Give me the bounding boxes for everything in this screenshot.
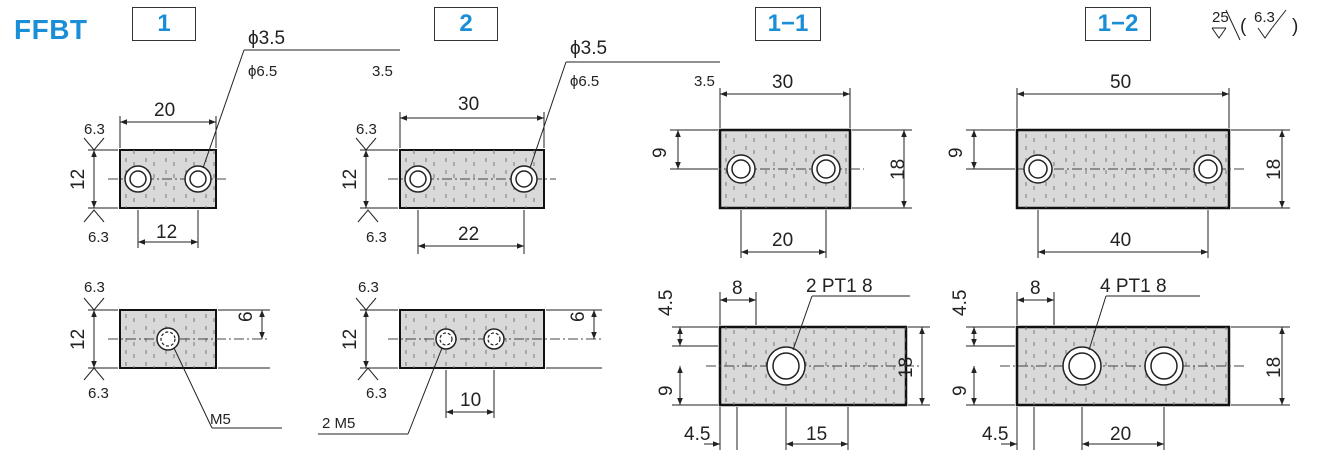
svg-text:2 PT1 8: 2 PT1 8 <box>806 276 873 297</box>
svg-text:8: 8 <box>732 278 743 299</box>
view-2-bottom: 12 6.3 6.3 6 10 2 M5 <box>318 279 602 435</box>
svg-text:ϕ6.5: ϕ6.5 <box>570 73 599 90</box>
svg-text:22: 22 <box>458 224 479 245</box>
svg-text:12: 12 <box>68 169 89 190</box>
svg-text:3.5: 3.5 <box>694 73 715 90</box>
svg-text:18: 18 <box>896 357 917 378</box>
svg-text:(: ( <box>1240 16 1247 37</box>
view-tag-1-2: 1−2 <box>1085 7 1151 41</box>
svg-text:ϕ6.5: ϕ6.5 <box>248 63 277 80</box>
view-1-2-top: 50 9 18 40 <box>946 72 1290 258</box>
svg-text:30: 30 <box>772 72 793 93</box>
svg-text:4.5: 4.5 <box>950 290 971 316</box>
svg-text:15: 15 <box>806 424 827 445</box>
svg-text:8: 8 <box>1030 278 1041 299</box>
svg-text:6.3: 6.3 <box>1254 9 1275 26</box>
svg-text:30: 30 <box>458 94 479 115</box>
svg-text:9: 9 <box>656 385 677 396</box>
svg-text:12: 12 <box>340 169 361 190</box>
svg-text:ϕ3.5: ϕ3.5 <box>248 28 285 49</box>
svg-text:12: 12 <box>156 222 177 243</box>
svg-text:12: 12 <box>68 329 89 350</box>
view-1-1-bottom: 8 4.5 9 18 4.5 15 2 PT1 8 <box>656 276 930 450</box>
svg-text:4.5: 4.5 <box>684 424 710 445</box>
svg-text:18: 18 <box>888 159 909 180</box>
svg-text:ϕ3.5: ϕ3.5 <box>570 38 607 59</box>
svg-text:6: 6 <box>236 311 257 322</box>
svg-text:3.5: 3.5 <box>372 63 393 80</box>
svg-text:9: 9 <box>946 147 967 158</box>
series-title: FFBT <box>14 14 88 45</box>
svg-text:9: 9 <box>950 385 971 396</box>
svg-text:2 M5: 2 M5 <box>322 415 355 432</box>
svg-text:6.3: 6.3 <box>84 279 105 296</box>
svg-text:6.3: 6.3 <box>84 121 105 138</box>
svg-text:9: 9 <box>650 147 671 158</box>
svg-text:50: 50 <box>1110 72 1131 93</box>
view-tag-2: 2 <box>434 7 498 41</box>
svg-text:6.3: 6.3 <box>366 229 387 246</box>
svg-text:18: 18 <box>1264 159 1285 180</box>
svg-text:6.3: 6.3 <box>88 385 109 402</box>
svg-text:20: 20 <box>1110 424 1131 445</box>
svg-text:): ) <box>1292 16 1298 37</box>
svg-text:6.3: 6.3 <box>356 121 377 138</box>
view-tag-1-1: 1−1 <box>755 7 821 41</box>
svg-text:4.5: 4.5 <box>656 290 677 316</box>
svg-text:6.3: 6.3 <box>358 279 379 296</box>
svg-text:18: 18 <box>1264 357 1285 378</box>
svg-text:10: 10 <box>460 390 481 411</box>
svg-text:6.3: 6.3 <box>366 385 387 402</box>
svg-text:40: 40 <box>1110 230 1131 251</box>
roughness-symbol: 25 ( 6.3 ) <box>1211 9 1298 41</box>
svg-text:25: 25 <box>1212 9 1229 26</box>
view-tag-1: 1 <box>132 7 196 41</box>
view-1-1-top: 30 9 18 20 <box>650 72 912 258</box>
svg-text:4 PT1 8: 4 PT1 8 <box>1100 276 1167 297</box>
view-1-top: 20 12 6.3 6.3 12 ϕ3.5 ϕ6.5 3.5 <box>68 28 400 248</box>
view-1-bottom: 12 6.3 6.3 6 M5 <box>68 279 282 429</box>
svg-text:12: 12 <box>340 329 361 350</box>
svg-text:20: 20 <box>772 230 793 251</box>
svg-text:20: 20 <box>154 100 175 121</box>
svg-text:6.3: 6.3 <box>88 229 109 246</box>
view-1-2-bottom: 8 4.5 9 18 4.5 20 4 PT1 8 <box>950 276 1290 450</box>
svg-text:M5: M5 <box>210 411 231 428</box>
view-2-top: 30 12 6.3 6.3 22 ϕ3.5 ϕ6.5 3.5 <box>340 38 720 254</box>
svg-text:4.5: 4.5 <box>982 424 1008 445</box>
svg-text:6: 6 <box>568 311 589 322</box>
